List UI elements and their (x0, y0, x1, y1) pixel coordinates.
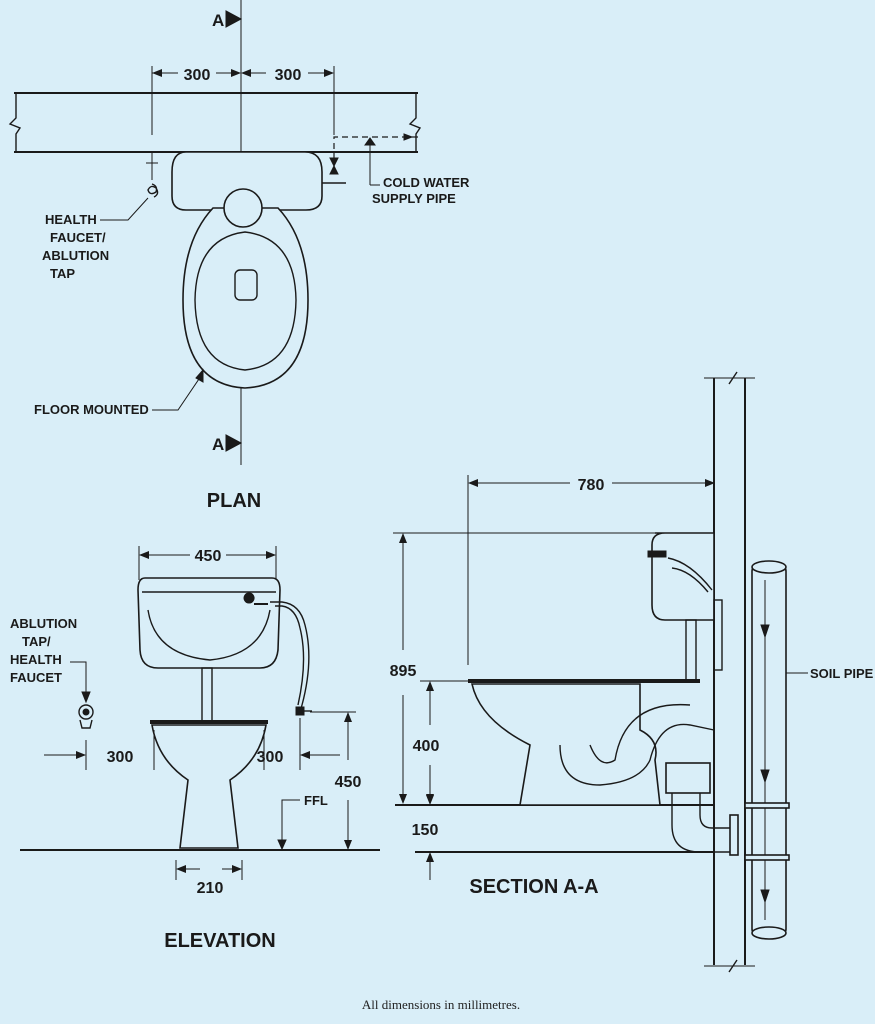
elevation-dim-base: 210 (197, 880, 224, 897)
section-mark-top: A (212, 10, 243, 30)
plan-flush-button (223, 188, 263, 228)
section-dim-seat-height: 400 (413, 738, 440, 755)
flush-lever-icon (243, 592, 255, 604)
cold-water-label-2: SUPPLY PIPE (372, 191, 456, 206)
flow-arrow-icon-2 (760, 769, 770, 784)
elevation-dim-width: 450 (195, 548, 222, 565)
health-faucet-line-4: TAP (50, 266, 75, 281)
section-dim-floor: 150 (412, 822, 439, 839)
footer-note: All dimensions in millimetres. (362, 997, 520, 1012)
elevation-title: ELEVATION (164, 930, 275, 952)
flow-arrow-icon-3 (760, 889, 770, 904)
section-title: SECTION A-A (469, 876, 598, 898)
plan-outlet (234, 269, 258, 301)
cold-water-pipe: COLD WATER SUPPLY PIPE (322, 133, 470, 206)
section-cistern (651, 532, 715, 621)
health-faucet-coil-icon (147, 183, 159, 198)
plan-view: A A 300 300 (8, 0, 470, 512)
soil-pipe-label: SOIL PIPE (810, 666, 874, 681)
elevation-dim-height: 450 (335, 774, 362, 791)
floor-mounted-callout: FLOOR MOUNTED (34, 368, 204, 417)
section-wall (704, 371, 755, 973)
plan-dimension: 300 300 (151, 66, 335, 135)
section-dim-depth: 780 (578, 477, 605, 494)
ablution-line-2: TAP/ (22, 634, 51, 649)
section-mark-bottom-label: A (212, 435, 224, 454)
elevation-flush-pipe (201, 667, 213, 723)
section-arrow-top-icon (225, 10, 243, 28)
elevation-ffl: FFL (304, 793, 328, 808)
plan-wall (8, 92, 422, 153)
elevation-ablution-tap: ABLUTION TAP/ HEALTH FAUCET (10, 616, 94, 729)
section-mark-top-label: A (212, 11, 224, 30)
health-faucet-line-2: FAUCET/ (50, 230, 106, 245)
floor-mounted-label: FLOOR MOUNTED (34, 402, 149, 417)
ablution-tap-icon (78, 704, 94, 720)
valve-icon (329, 157, 339, 175)
elevation-bowl (151, 724, 267, 849)
section-arrow-bottom-icon (225, 434, 243, 452)
ablution-line-3: HEALTH (10, 652, 62, 667)
elevation-view: 450 300 300 450 FFL (10, 546, 380, 952)
health-faucet-line-3: ABLUTION (42, 248, 109, 263)
ablution-line-1: ABLUTION (10, 616, 77, 631)
section-view: 780 895 400 150 (390, 371, 874, 973)
cold-water-label-1: COLD WATER (383, 175, 470, 190)
plan-health-faucet: HEALTH FAUCET/ ABLUTION TAP (42, 152, 159, 281)
section-flush-pipe (685, 619, 697, 683)
soil-pipe: SOIL PIPE (744, 560, 874, 940)
plan-bowl-inner (194, 231, 297, 371)
section-dim-total-height: 895 (390, 663, 417, 680)
ablution-line-4: FAUCET (10, 670, 62, 685)
plan-cistern (171, 151, 323, 211)
elevation-dim-left: 300 (107, 749, 134, 766)
section-bowl (471, 683, 661, 806)
section-trap (559, 723, 715, 786)
plan-dim-right: 300 (275, 67, 302, 84)
plan-dim-left: 300 (184, 67, 211, 84)
plan-title: PLAN (207, 490, 261, 512)
plan-bowl-rim (182, 207, 309, 389)
flow-arrow-icon (760, 624, 770, 639)
health-faucet-line-1: HEALTH (45, 212, 97, 227)
section-mark-bottom: A (212, 434, 243, 454)
elevation-dim-right: 300 (257, 749, 284, 766)
section-outlet-connector (665, 762, 711, 794)
